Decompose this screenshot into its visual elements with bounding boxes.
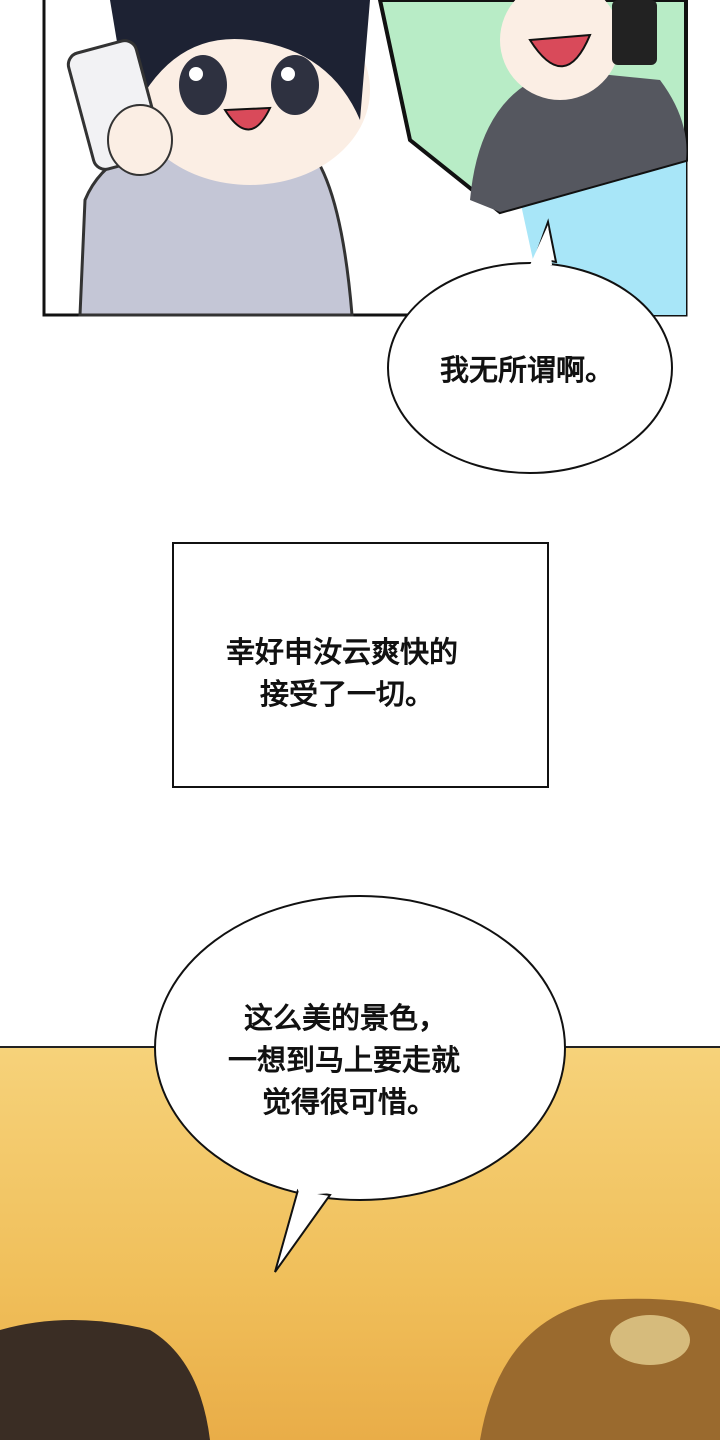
speech-bubble-bottom	[154, 895, 566, 1273]
narration-line-1: 幸好申汝云爽快的	[226, 635, 459, 669]
narration-line-2: 接受了一切。	[260, 677, 435, 711]
speech-text-bottom-line-2: 一想到马上要走就	[228, 1043, 461, 1077]
speech-text-bottom-line-3: 觉得很可惜。	[262, 1085, 437, 1119]
narration-box	[172, 542, 549, 788]
bottom-panel	[0, 1046, 720, 1440]
speech-text-bottom-line-1: 这么美的景色，	[244, 1001, 448, 1035]
speech-text-top: 我无所谓啊。	[440, 353, 615, 387]
speech-bubble-top	[387, 218, 673, 474]
top-panel	[42, 0, 688, 317]
